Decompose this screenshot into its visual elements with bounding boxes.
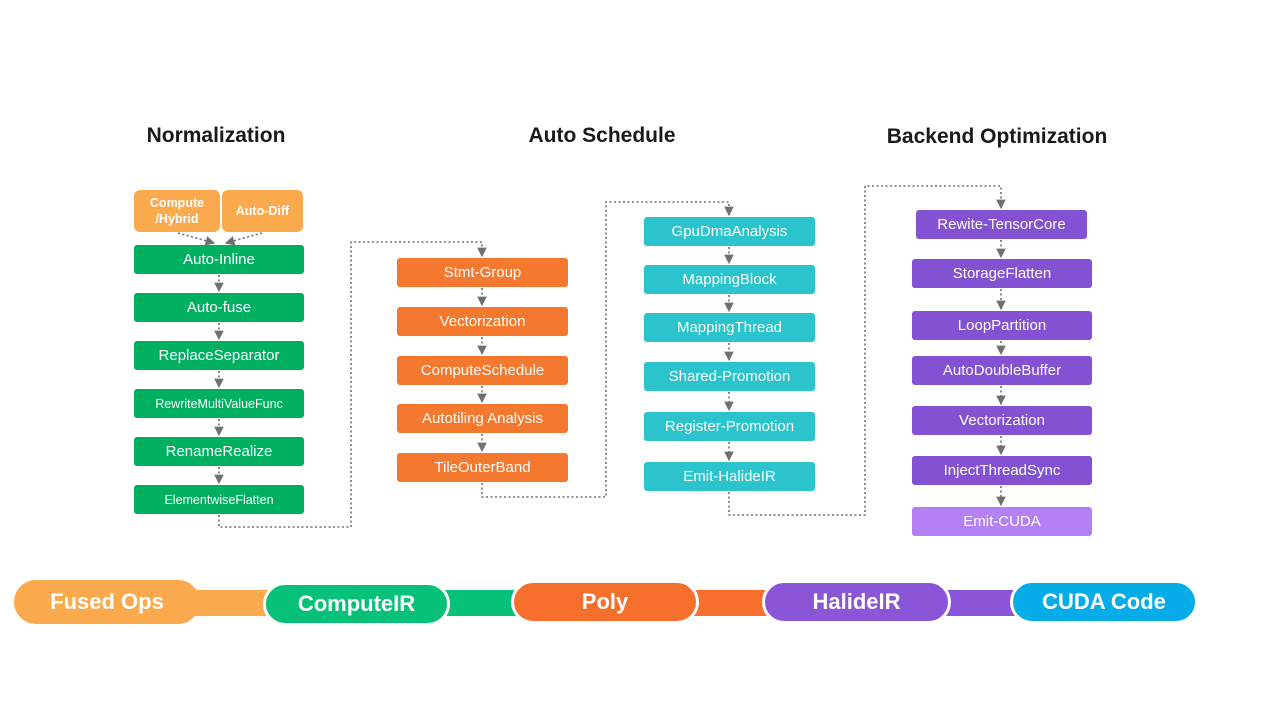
stage-compute-ir: ComputeIR (263, 582, 450, 626)
pass-rename-realize: RenameRealize (134, 437, 304, 466)
pass-emit-halide-ir: Emit-HalideIR (644, 462, 815, 491)
pass-storage-flatten: StorageFlatten (912, 259, 1092, 288)
band-halide-ir (940, 590, 1020, 616)
band-compute-ir (440, 590, 525, 616)
pass-loop-partition: LoopPartition (912, 311, 1092, 340)
band-poly (690, 590, 775, 616)
source-compute-hybrid: Compute /Hybrid (134, 190, 220, 232)
connector-mapping-to-backend (728, 185, 1006, 516)
pass-stmt-group: Stmt-Group (397, 258, 568, 287)
stage-halide-ir: HalideIR (762, 580, 951, 624)
pass-elementwise-flatten: ElementwiseFlatten (134, 485, 304, 514)
pass-tile-outer-band: TileOuterBand (397, 453, 568, 482)
pass-rewrite-tensor-core: Rewite-TensorCore (916, 210, 1087, 239)
stage-poly: Poly (511, 580, 699, 624)
pass-vectorization-schedule: Vectorization (397, 307, 568, 336)
pass-replace-separator: ReplaceSeparator (134, 341, 304, 370)
heading-auto-schedule: Auto Schedule (528, 124, 676, 147)
pass-rewrite-multi-value-func: RewriteMultiValueFunc (134, 389, 304, 418)
pass-mapping-thread: MappingThread (644, 313, 815, 342)
source-auto-diff: Auto-Diff (222, 190, 303, 232)
pass-vectorization-backend: Vectorization (912, 406, 1092, 435)
connector-normalization-to-schedule (218, 241, 487, 528)
pass-emit-cuda: Emit-CUDA (912, 507, 1092, 536)
pass-inject-thread-sync: InjectThreadSync (912, 456, 1092, 485)
pass-mapping-block: MappingBlock (644, 265, 815, 294)
pass-compute-schedule: ComputeSchedule (397, 356, 568, 385)
heading-normalization: Normalization (146, 124, 286, 147)
pass-auto-double-buffer: AutoDoubleBuffer (912, 356, 1092, 385)
connector-autodiff-to-auto-inline (224, 232, 263, 246)
pass-autotiling-analysis: Autotiling Analysis (397, 404, 568, 433)
pass-shared-promotion: Shared-Promotion (644, 362, 815, 391)
band-fused-ops (190, 590, 275, 616)
heading-backend-optimization: Backend Optimization (886, 125, 1108, 148)
pass-auto-inline: Auto-Inline (134, 245, 304, 274)
pass-gpu-dma-analysis: GpuDmaAnalysis (644, 217, 815, 246)
connector-schedule-to-mapping (481, 201, 734, 498)
stage-cuda-code: CUDA Code (1010, 580, 1198, 624)
connector-compute-to-auto-inline (177, 232, 216, 246)
pass-register-promotion: Register-Promotion (644, 412, 815, 441)
pass-auto-fuse: Auto-fuse (134, 293, 304, 322)
stage-fused-ops: Fused Ops (14, 580, 200, 624)
